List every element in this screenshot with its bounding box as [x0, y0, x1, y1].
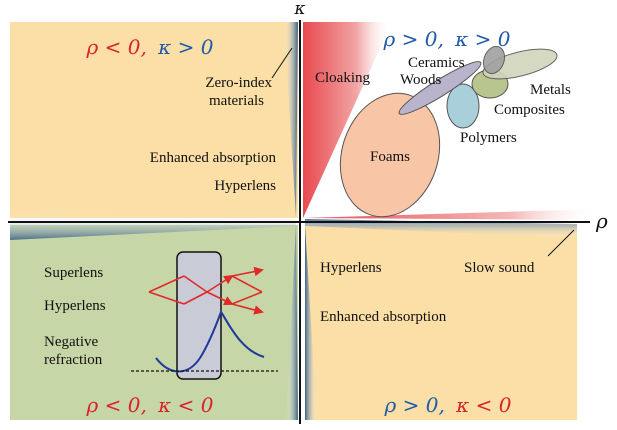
polymers-label: Polymers	[460, 130, 517, 146]
polymers-ellipse	[446, 83, 480, 129]
hyperlens-bottom-right-label: Hyperlens	[320, 260, 382, 276]
woods-label: Woods	[400, 72, 441, 88]
bottom-right-kappa: κ < 0	[455, 393, 512, 417]
bottom-right-sign-label: ρ > 0, κ < 0	[384, 393, 512, 417]
zero-index-wedge-top-left	[284, 22, 298, 218]
y-axis-label: κ	[293, 0, 305, 19]
enhanced-absorption-bottom-label: Enhanced absorption	[320, 309, 447, 325]
top-right-rho: ρ > 0,	[383, 27, 444, 51]
top-left-rho: ρ < 0,	[86, 35, 147, 59]
ceramics-label: Ceramics	[408, 55, 465, 71]
negative-refraction-label-line2: refraction	[44, 352, 103, 368]
bottom-right-rho: ρ > 0,	[384, 393, 445, 417]
zero-index-wedge-bottom-left	[286, 225, 298, 420]
metals-ellipse	[482, 48, 558, 80]
hyperlens-bottom-left-label: Hyperlens	[44, 298, 106, 314]
negative-refraction-label-line1: Negative	[44, 334, 98, 350]
x-axis-label: ρ	[595, 209, 608, 233]
quadrant-bottom-left-region	[10, 225, 298, 420]
foams-ellipse	[339, 92, 441, 218]
top-left-sign-label: ρ < 0, κ > 0	[86, 35, 214, 59]
slow-sound-label: Slow sound	[464, 260, 535, 276]
ceramics-ellipse	[482, 45, 506, 75]
zero-index-label-line2: materials	[209, 93, 264, 109]
ray-arrows	[148, 266, 264, 315]
superlens-label: Superlens	[44, 265, 103, 281]
enhanced-absorption-top-label: Enhanced absorption	[150, 150, 277, 166]
zero-index-pointer	[271, 47, 293, 79]
bottom-left-rho: ρ < 0,	[86, 393, 147, 417]
woods-ellipse	[398, 61, 482, 115]
field-profile-curve	[155, 309, 265, 373]
quadrant-bottom-right-region	[305, 225, 577, 420]
top-right-sign-label: ρ > 0, κ > 0	[383, 27, 511, 51]
top-right-kappa: κ > 0	[454, 27, 511, 51]
composites-label: Composites	[494, 102, 565, 118]
quadrant-top-left-region	[10, 22, 298, 218]
metals-label: Metals	[530, 82, 571, 98]
lens-box	[176, 251, 222, 380]
bottom-left-sign-label: ρ < 0, κ < 0	[86, 393, 214, 417]
top-left-kappa: κ > 0	[157, 35, 214, 59]
cloaking-region-horizontal	[303, 209, 600, 220]
zero-index-wedge-left-horizontal	[10, 214, 296, 240]
cloaking-label: Cloaking	[315, 70, 370, 86]
zero-index-wedge-right-horizontal	[305, 219, 577, 238]
zero-index-wedge-bottom-right	[305, 225, 317, 420]
zero-index-label-line1: Zero-index	[205, 75, 272, 91]
foams-label: Foams	[370, 149, 410, 165]
slow-sound-pointer	[547, 229, 575, 257]
hyperlens-top-label: Hyperlens	[214, 178, 276, 194]
bottom-left-kappa: κ < 0	[157, 393, 214, 417]
cloaking-region-vertical	[303, 22, 392, 218]
